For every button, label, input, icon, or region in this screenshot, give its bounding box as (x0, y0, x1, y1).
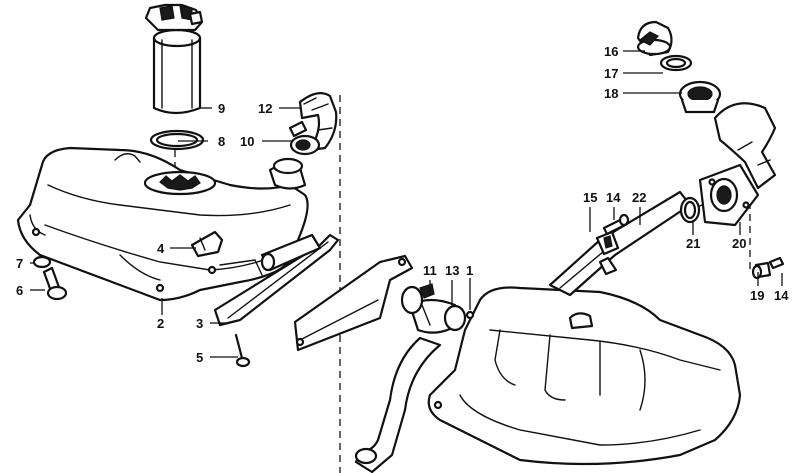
connecting-hose (408, 298, 467, 334)
washer (32, 255, 52, 269)
o-ring (679, 196, 701, 224)
sealing-ring (149, 129, 205, 151)
callout-9: 9 (218, 101, 225, 116)
screw (234, 333, 251, 368)
callout-18: 18 (604, 86, 618, 101)
cap-seal (659, 54, 693, 72)
callout-17: 17 (604, 66, 618, 81)
callout-12: 12 (258, 101, 272, 116)
callout-14-upper: 14 (606, 190, 621, 205)
callout-4: 4 (157, 241, 165, 256)
bolt-upper (602, 213, 630, 236)
callout-14-lower: 14 (774, 288, 789, 303)
callout-2: 2 (157, 316, 164, 331)
filler-cap (636, 20, 673, 57)
callout-15: 15 (583, 190, 597, 205)
tank-strap (213, 233, 340, 327)
callout-19: 19 (750, 288, 764, 303)
filler-flange (698, 163, 760, 227)
hose-clamp (288, 120, 321, 156)
left-fuel-tank (16, 146, 309, 302)
bolt (42, 266, 68, 301)
callout-16: 16 (604, 44, 618, 59)
callout-22: 22 (632, 190, 646, 205)
callout-5: 5 (196, 350, 203, 365)
bolt-lower (768, 256, 785, 270)
leader-lines (30, 50, 783, 358)
screw-lower (751, 261, 772, 280)
callout-11: 11 (423, 263, 437, 278)
filler-hose-upper (713, 102, 777, 190)
center-bracket (293, 254, 414, 352)
callout-1: 1 (466, 263, 473, 278)
callout-21: 21 (686, 236, 700, 251)
callout-10: 10 (240, 134, 254, 149)
right-fuel-tank (427, 286, 742, 466)
callout-20: 20 (732, 236, 746, 251)
callout-3: 3 (196, 316, 203, 331)
vent-hose (298, 91, 338, 152)
callout-7: 7 (16, 256, 23, 271)
filler-collar (678, 80, 722, 114)
callout-6: 6 (16, 283, 23, 298)
filler-pipe-lower (354, 336, 442, 473)
fuel-level-sender (144, 3, 204, 115)
callout-8: 8 (218, 134, 225, 149)
retaining-clip (190, 230, 224, 258)
filler-neck (548, 190, 692, 297)
callout-13: 13 (445, 263, 459, 278)
